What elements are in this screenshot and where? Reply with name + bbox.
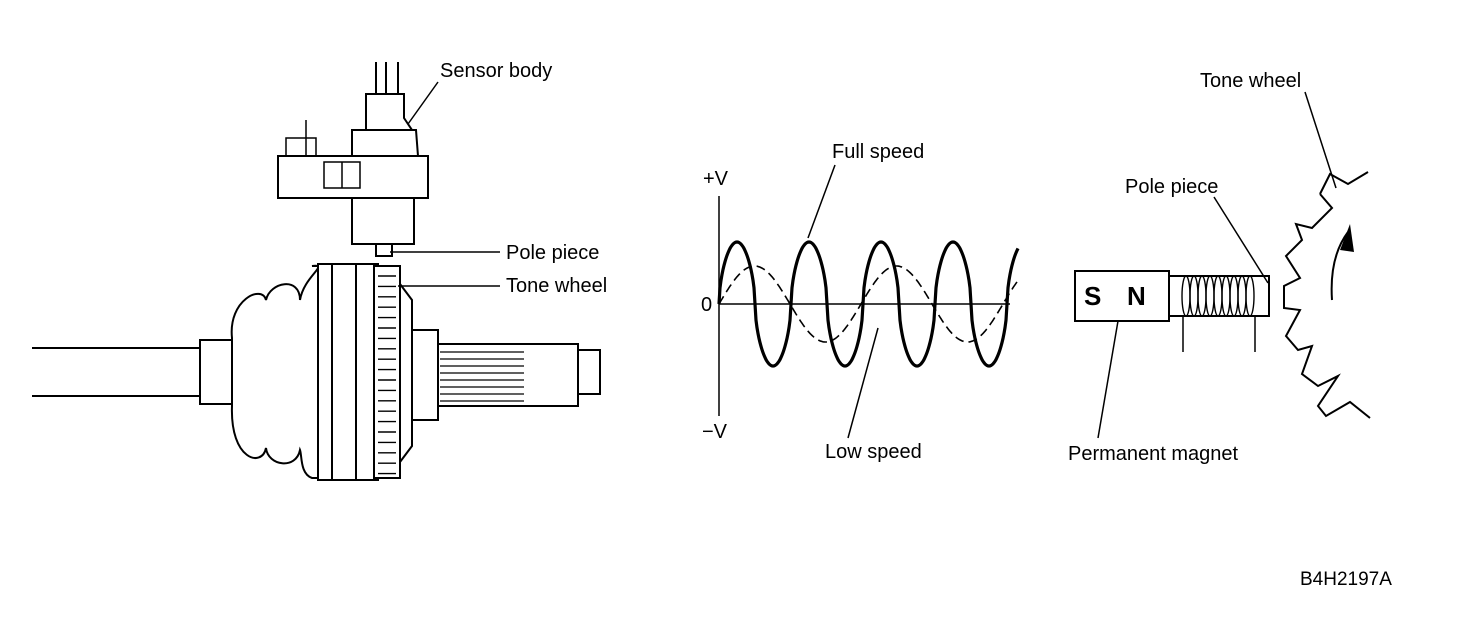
sensor-body <box>277 62 429 257</box>
permanent-magnet-label: Permanent magnet <box>1068 443 1239 465</box>
right-pole-piece-label: Pole piece <box>1125 176 1218 198</box>
stub-shaft <box>437 343 579 407</box>
sensor-pole-piece <box>375 243 393 257</box>
magnet-n-pole: N <box>1127 281 1146 311</box>
full-speed-waveform <box>717 240 1020 368</box>
waveform-plot <box>717 164 1020 439</box>
permanent-magnet <box>1074 270 1270 352</box>
zero-label: 0 <box>701 294 712 316</box>
low-speed-label: Low speed <box>825 441 922 463</box>
minus-v-label: −V <box>702 421 728 443</box>
cv-housing <box>317 263 379 481</box>
magnet-s-pole: S <box>1084 281 1101 311</box>
full-speed-label: Full speed <box>832 141 924 163</box>
rotation-arrow-icon <box>1330 231 1349 301</box>
left-pole-piece-label: Pole piece <box>506 242 599 264</box>
coil-winding <box>1245 275 1255 317</box>
axle-assembly <box>32 263 601 481</box>
figure-code: B4H2197A <box>1300 569 1392 590</box>
plus-v-label: +V <box>703 168 729 190</box>
right-tone-wheel-label: Tone wheel <box>1200 70 1301 92</box>
tone-wheel-teeth <box>1283 171 1371 419</box>
low-speed-waveform <box>718 265 1018 343</box>
rotation-arrowhead-icon <box>1340 224 1354 252</box>
cv-boot <box>230 264 320 479</box>
tone-wheel-ring <box>373 265 401 479</box>
sensor-body-label: Sensor body <box>440 60 552 82</box>
left-tone-wheel-label: Tone wheel <box>506 275 607 297</box>
